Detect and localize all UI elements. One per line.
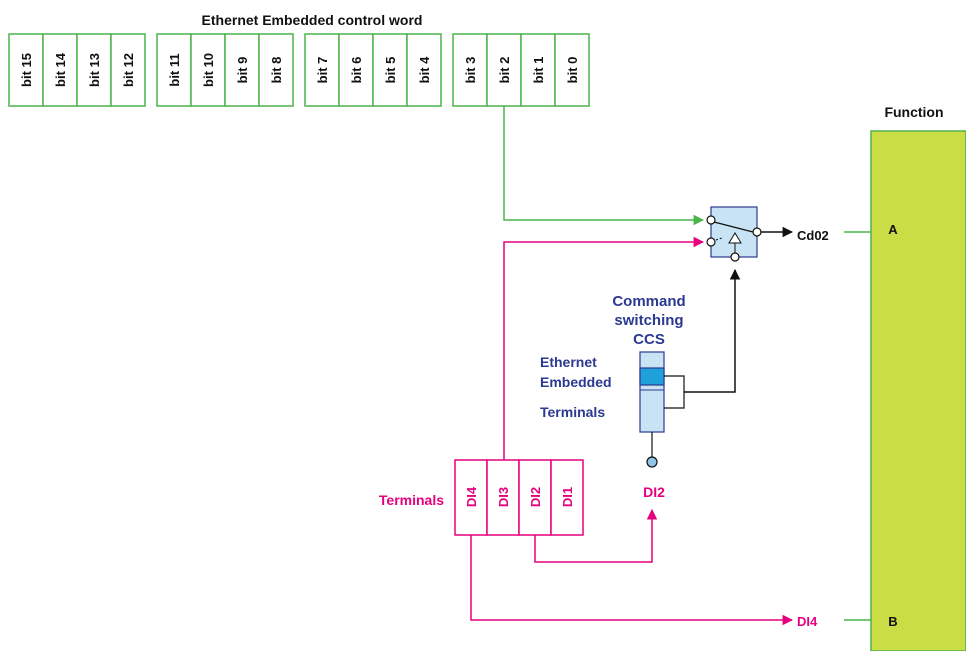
bit-6-label: bit 6 <box>349 57 364 84</box>
ccs-title-line1: Command <box>612 293 685 310</box>
bit-0-label: bit 0 <box>565 57 580 84</box>
command-switch <box>706 206 762 262</box>
bit-7-label: bit 7 <box>315 57 330 84</box>
di3-signal-line <box>503 236 705 460</box>
ccs-title-line3: CCS <box>633 331 665 348</box>
bit-11-label: bit 11 <box>167 53 182 86</box>
function-input-b: B <box>888 614 897 629</box>
ccs-input-connector <box>646 456 658 468</box>
ccs-selector <box>639 351 665 433</box>
bit-group-low <box>452 33 590 107</box>
bit-12-label: bit 12 <box>121 53 136 87</box>
bit-register: bit 15 bit 14 bit 13 bit 12 bit 11 bit 1… <box>8 33 590 107</box>
ccs-input-di2-label: DI2 <box>643 484 665 500</box>
bit-9-label: bit 9 <box>235 57 250 84</box>
terminal-di4: DI4 <box>464 486 479 507</box>
terminal-di3: DI3 <box>496 487 511 507</box>
bit-10-label: bit 10 <box>201 53 216 87</box>
bit-group-3 <box>304 33 442 107</box>
terminal-di1: DI1 <box>560 487 575 507</box>
terminal-di2: DI2 <box>528 487 543 507</box>
terminals-label: Terminals <box>379 492 444 508</box>
bit2-signal-line <box>503 106 705 226</box>
di4-signal-line <box>470 535 794 626</box>
bit-group-2 <box>156 33 294 107</box>
function-input-a: A <box>888 222 898 237</box>
bit-1-label: bit 1 <box>531 57 546 84</box>
cd02-label: Cd02 <box>797 228 829 243</box>
bit-5-label: bit 5 <box>383 57 398 84</box>
terminal-block: DI4 DI3 DI2 DI1 <box>454 459 584 536</box>
ccs-option-ethernet-line2: Embedded <box>540 374 612 390</box>
ccs-active-position <box>639 367 665 386</box>
bit-group-high <box>8 33 146 107</box>
di4-label: DI4 <box>797 614 818 629</box>
function-title: Function <box>884 104 943 120</box>
function-block <box>870 130 966 651</box>
bit-labels: bit 15 bit 14 bit 13 bit 12 bit 11 bit 1… <box>19 52 580 87</box>
bit-14-label: bit 14 <box>53 52 68 87</box>
bit-2-label: bit 2 <box>497 57 512 84</box>
ccs-option-terminals: Terminals <box>540 404 605 420</box>
ccs-title: Command switching CCS <box>612 293 685 348</box>
bit-8-label: bit 8 <box>269 57 284 84</box>
bit-4-label: bit 4 <box>417 56 432 83</box>
bit-3-label: bit 3 <box>463 57 478 84</box>
ccs-option-ethernet-line1: Ethernet <box>540 354 597 370</box>
ccs-to-switch-line <box>684 268 741 393</box>
ccs-bracket <box>664 375 685 409</box>
bit-15-label: bit 15 <box>19 53 34 87</box>
ccs-title-line2: switching <box>614 312 683 329</box>
di2-signal-line <box>534 508 658 563</box>
bit-13-label: bit 13 <box>87 53 102 87</box>
control-word-title: Ethernet Embedded control word <box>202 12 423 28</box>
